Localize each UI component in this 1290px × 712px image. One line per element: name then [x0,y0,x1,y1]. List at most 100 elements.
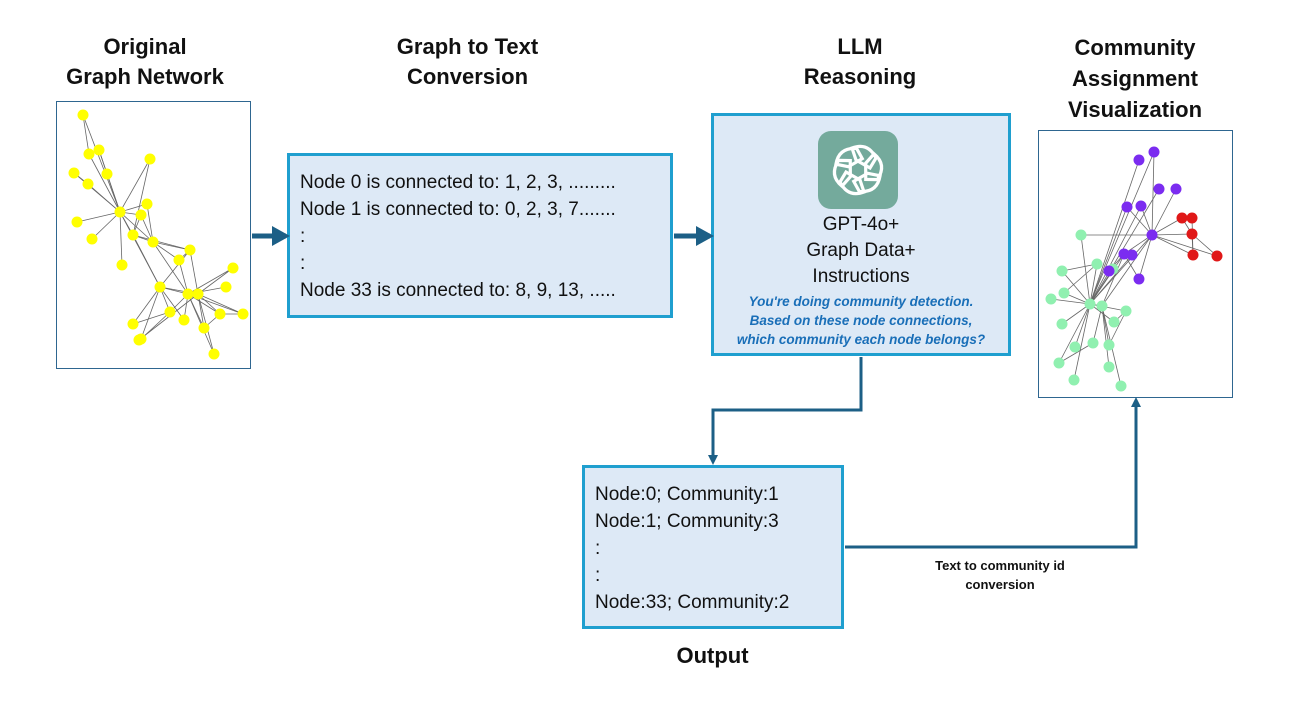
graph-node [1108,316,1120,328]
heading-community-visualization: Community Assignment Visualization [1030,32,1240,125]
heading-line: Graph Network [66,64,224,89]
graph-node [1103,361,1115,373]
graph-node [1087,337,1099,349]
heading-line: Visualization [1067,97,1203,122]
heading-graph-to-text: Graph to Text Conversion [360,32,575,92]
graph-node [86,233,98,245]
arrow-label: Text to community id conversion [900,556,1100,594]
arrow-label-line: Text to community id [935,558,1065,573]
graph-node [1118,248,1130,260]
prompt-line: You're doing community detection. [748,294,974,309]
graph-node [1115,380,1127,392]
community-graph-network [1045,146,1223,392]
original-graph-panel [56,101,251,369]
graph-node [237,308,249,320]
openai-logo-icon [818,131,898,209]
graph-node [127,318,139,330]
graph-node [141,198,153,210]
graph-node [178,314,190,326]
graph-node [1121,201,1133,213]
graph-node [1186,212,1198,224]
heading-llm-reasoning: LLM Reasoning [770,32,950,92]
graph-node [1056,265,1068,277]
llm-line: GPT-4o+ [822,214,900,235]
graph-node [1211,250,1223,262]
graph-node [227,262,239,274]
llm-line: Graph Data+ [806,240,916,261]
llm-line: Instructions [812,266,910,287]
graph-node [1069,341,1081,353]
llm-reasoning-box: GPT-4o+ Graph Data+ Instructions You're … [711,113,1011,356]
prompt-text: You're doing community detection. Based … [714,292,1008,349]
heading-line: Community [1074,35,1196,60]
graph-node [101,168,113,180]
output-line: Node:33; Community:2 [595,592,790,613]
heading-line: Conversion [406,64,529,89]
graph-node [214,308,226,320]
graph-node [68,167,80,179]
text-line: Node 0 is connected to: 1, 2, 3, .......… [300,172,616,193]
graph-node [1187,249,1199,261]
graph-node [1075,229,1087,241]
graph-node [164,306,176,318]
original-graph-network [68,109,249,360]
graph-node [1103,339,1115,351]
graph-node [1186,228,1198,240]
graph-node [198,322,210,334]
graph-node [1176,212,1188,224]
output-line: Node:1; Community:3 [595,511,779,532]
prompt-line: which community each node belongs? [736,332,986,347]
graph-node [1133,273,1145,285]
text-line: Node 33 is connected to: 8, 9, 13, ..... [300,280,616,301]
graph-node [1133,154,1145,166]
arrow-output-to-visualization [845,397,1141,549]
heading-line: Original [103,34,187,59]
heading-line: Graph to Text [396,34,539,59]
graph-node [1084,298,1096,310]
text-line: : [300,253,306,274]
graph-node [1058,287,1070,299]
graph-node [135,209,147,221]
graph-node [208,348,220,360]
graph-node [1170,183,1182,195]
prompt-line: Based on these node connections, [749,313,973,328]
heading-line: Assignment [1072,66,1198,91]
graph-node [1126,249,1138,261]
arrow-label-line: conversion [965,577,1035,592]
heading-original-graph: Original Graph Network [40,32,250,92]
heading-line: LLM [837,34,883,59]
arrow-llm-to-output [708,357,863,465]
graph-node [220,281,232,293]
graph-node [127,229,139,241]
output-box: Node:0; Community:1 Node:1; Community:3 … [582,465,844,629]
graph-node [133,334,145,346]
llm-text: GPT-4o+ Graph Data+ Instructions [714,212,1008,290]
graph-node [1056,318,1068,330]
graph-node [192,288,204,300]
graph-node [144,153,156,165]
graph-node [173,254,185,266]
graph-node [1091,258,1103,270]
graph-node [1135,200,1147,212]
graph-node [1146,229,1158,241]
text-line: Node 1 is connected to: 0, 2, 3, 7......… [300,199,616,220]
graph-node [1096,300,1108,312]
graph-node [147,236,159,248]
graph-node [1103,265,1115,277]
text-line: : [300,226,306,247]
graph-node [182,288,194,300]
graph-node [1148,146,1160,158]
graph-node [1120,305,1132,317]
graph-node [93,144,105,156]
graph-node [71,216,83,228]
heading-output: Output [676,643,749,668]
graph-node [154,281,166,293]
heading-line: Reasoning [803,64,917,89]
graph-node [77,109,89,121]
graph-node [83,148,95,160]
graph-node [184,244,196,256]
graph-node [82,178,94,190]
output-line: : [595,538,601,559]
community-graph-panel [1038,130,1233,398]
graph-node [1053,357,1065,369]
